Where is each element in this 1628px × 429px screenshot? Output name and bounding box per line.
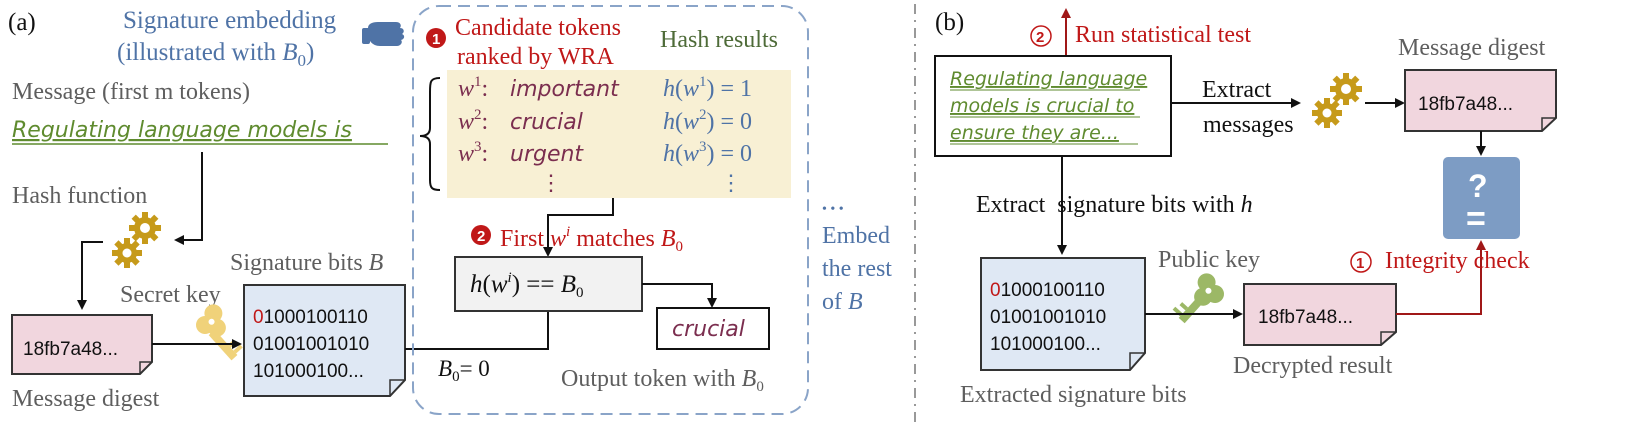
message-text: Regulating language models is <box>12 118 352 143</box>
candidate-hash-1: h(w1) = 1 <box>663 74 752 102</box>
extracted-bits-line1: 01000100110 <box>990 280 1105 301</box>
hash-compare-expr: h(wi) == B0 <box>470 270 584 301</box>
arrow-compare-to-output <box>642 283 717 308</box>
arrow-candidates-to-compare <box>543 198 614 257</box>
message-digest-value: 18fb7a48... <box>23 339 118 360</box>
extracted-bits-line3: 101000100... <box>990 334 1101 355</box>
pointing-hand-icon <box>362 22 405 46</box>
embed-rest-line1: Embed <box>822 223 890 249</box>
output-token-box <box>656 307 770 350</box>
compare-box <box>1443 157 1520 239</box>
decrypted-value: 18fb7a48... <box>1258 307 1353 328</box>
message-digest-value-b: 18fb7a48... <box>1418 94 1513 115</box>
step1-number: 1 <box>432 31 440 48</box>
step1-b-badge <box>1350 251 1372 273</box>
arrow-signature-to-compare <box>405 300 553 350</box>
message-label: Message (first m tokens) <box>12 79 250 105</box>
extracted-bits-box <box>980 257 1146 371</box>
watermarked-text-box <box>934 55 1172 157</box>
candidate-token-3: urgent <box>510 142 584 167</box>
watermarked-line2: models is crucial to <box>950 95 1134 117</box>
candidate-token-1: important <box>510 77 620 102</box>
candidate-ellipsis-right: ⋮ <box>720 170 742 195</box>
extracted-bits-label: Extracted signature bits <box>960 382 1187 408</box>
output-token: crucial <box>672 317 745 342</box>
gears-icon-b <box>1312 73 1362 128</box>
decrypted-label: Decrypted result <box>1233 353 1393 379</box>
signature-bits-line3: 101000100... <box>253 361 364 382</box>
message-digest-label: Message digest <box>12 386 160 412</box>
signature-bits-label: Signature bits B <box>230 250 384 276</box>
panel-a-label: (a) <box>8 9 36 36</box>
candidate-row-1: w1: important h(w1) = 1 <box>458 74 752 102</box>
step2-caption: First wi matches B0 <box>500 224 683 255</box>
message-digest-label-b: Message digest <box>1398 35 1546 61</box>
hash-function-label: Hash function <box>12 183 147 209</box>
arrow-hash-to-digest <box>77 241 103 310</box>
step2-number: 2 <box>477 228 485 245</box>
hash-results-label: Hash results <box>660 27 778 53</box>
candidates-line1: Candidate tokens <box>455 15 621 41</box>
b0-equals-label: B0= 0 <box>438 356 490 385</box>
secret-key-icon <box>196 304 243 361</box>
signature-bits-line2: 01001001010 <box>253 334 369 355</box>
embed-title-line1: Signature embedding <box>123 7 337 34</box>
extracted-bits-line2: 01001001010 <box>990 307 1106 328</box>
candidate-token-2: crucial <box>510 110 583 135</box>
extract-messages-line2: messages <box>1203 112 1294 138</box>
step1-badge <box>426 28 446 48</box>
arrow-message-to-hash <box>174 152 203 245</box>
candidates-line2: ranked by WRA <box>457 44 615 70</box>
public-key-icon <box>1172 273 1224 324</box>
extract-signature-label: Extract signature bits with h <box>976 192 1253 218</box>
svg-text:w3:: w3: <box>458 139 488 167</box>
candidate-tokens-panel <box>447 70 791 198</box>
integrity-check-label: Integrity check <box>1385 248 1530 274</box>
signature-bits-line1: 01000100110 <box>253 307 368 328</box>
candidate-ellipsis-left: ⋮ <box>540 170 562 195</box>
candidate-hash-3: h(w3) = 0 <box>663 139 752 167</box>
embed-rest-line3: of B <box>822 289 863 315</box>
statistical-test-label: Run statistical test <box>1075 22 1251 48</box>
embedding-dashed-frame <box>412 5 809 415</box>
candidate-row-3: w3: urgent h(w3) = 0 <box>458 139 752 167</box>
secret-key-label: Secret key <box>120 282 221 308</box>
step2-b-badge <box>1030 25 1052 47</box>
watermarked-line3: ensure they are... <box>950 122 1119 144</box>
panel-b-label: (b) <box>935 9 964 36</box>
embed-rest-line2: the rest <box>822 256 892 282</box>
candidate-hash-2: h(w2) = 0 <box>663 107 752 135</box>
svg-text:w1:: w1: <box>458 74 488 102</box>
hash-compare-box <box>454 256 643 312</box>
step1-b-number: 1 <box>1356 255 1364 272</box>
arrow-integrity-check <box>1396 240 1486 315</box>
decrypted-result-box <box>1243 283 1397 346</box>
candidate-row-2: w2: crucial h(w2) = 0 <box>458 107 752 135</box>
public-key-label: Public key <box>1158 247 1260 273</box>
message-digest-box <box>11 314 153 375</box>
signature-bits-box <box>243 284 406 397</box>
candidate-brace <box>419 77 441 191</box>
output-label: Output token with B0 <box>561 366 764 395</box>
step2-badge <box>471 225 491 245</box>
message-digest-box-b <box>1404 69 1557 132</box>
step2-b-number: 2 <box>1036 29 1044 46</box>
compare-equals: = <box>1466 200 1486 238</box>
dots-indicator: • • • <box>822 202 844 217</box>
gears-icon <box>112 212 161 268</box>
embed-title-line2: (illustrated with B0) <box>117 39 314 70</box>
watermarked-line1: Regulating language <box>950 68 1147 90</box>
compare-question: ? <box>1468 168 1488 204</box>
svg-text:w2:: w2: <box>458 107 488 135</box>
extract-messages-line1: Extract <box>1202 77 1272 103</box>
